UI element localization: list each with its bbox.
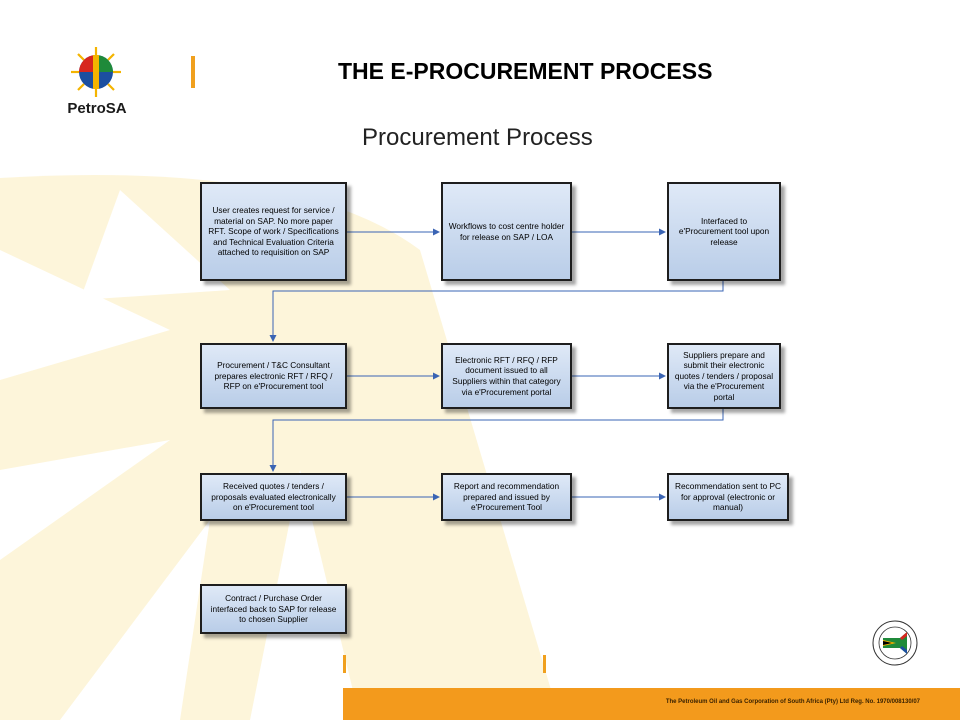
logo-text: PetroSA — [67, 100, 127, 117]
step-prepare-rft: Procurement / T&C Consultant prepares el… — [200, 343, 347, 409]
step-contract-to-sap: Contract / Purchase Order interfaced bac… — [200, 584, 347, 634]
step-workflow-release: Workflows to cost centre holder for rele… — [441, 182, 572, 281]
connector-6-7 — [269, 409, 724, 472]
title-accent-bar — [191, 56, 195, 88]
diagram-title: Procurement Process — [362, 124, 593, 151]
petrosa-logo: PetroSA — [62, 46, 132, 126]
footer-legal-text: The Petroleum Oil and Gas Corporation of… — [665, 699, 920, 705]
connector-3-4 — [269, 281, 724, 342]
footer-bar: The Petroleum Oil and Gas Corporation of… — [343, 688, 960, 720]
footer-accent-bar-right — [543, 655, 546, 673]
step-evaluate-quotes: Received quotes / tenders / proposals ev… — [200, 473, 347, 521]
step-interfaced-to-tool: Interfaced to e'Procurement tool upon re… — [667, 182, 781, 281]
page-title: THE E-PROCUREMENT PROCESS — [338, 58, 713, 84]
step-issue-document: Electronic RFT / RFQ / RFP document issu… — [441, 343, 572, 409]
step-create-request: User creates request for service / mater… — [200, 182, 347, 281]
proudly-south-african-badge — [872, 620, 918, 666]
step-pc-approval: Recommendation sent to PC for approval (… — [667, 473, 789, 521]
step-report-recommendation: Report and recommendation prepared and i… — [441, 473, 572, 521]
petrosa-sun-icon — [71, 47, 121, 97]
step-suppliers-submit: Suppliers prepare and submit their elect… — [667, 343, 781, 409]
footer-accent-bar-left — [343, 655, 346, 673]
